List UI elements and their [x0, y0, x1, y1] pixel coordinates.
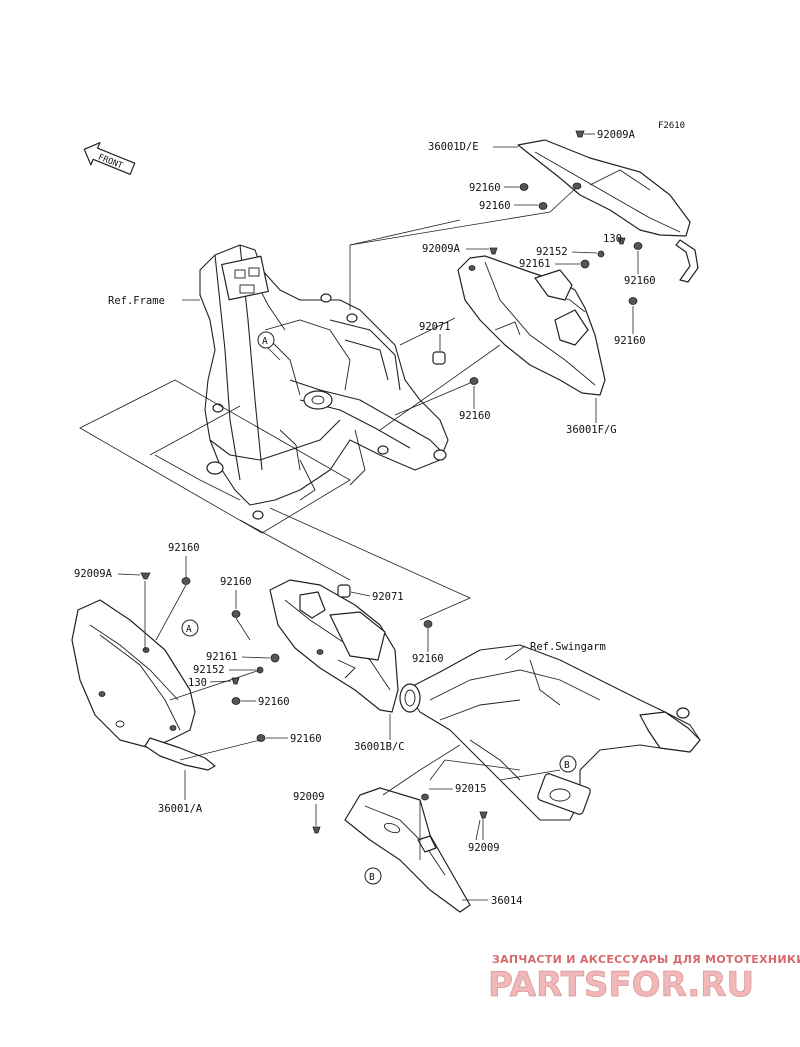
assembly-lines — [79, 187, 577, 860]
label-130-top: 130 — [603, 233, 622, 245]
ref-frame-label: Ref.Frame — [108, 295, 165, 307]
label-92160-3: 92160 — [624, 275, 656, 287]
label-92160-10: 92160 — [290, 733, 322, 745]
label-92160-8: 92160 — [412, 653, 444, 665]
part-36001fg-cover — [457, 255, 606, 396]
part-36001de-cover — [517, 139, 699, 283]
label-92071-bot: 92071 — [372, 591, 404, 603]
label-92161-bot: 92161 — [206, 651, 238, 663]
callout-a-bottom: A — [181, 619, 199, 637]
label-92015: 92015 — [455, 783, 487, 795]
hardware — [140, 130, 643, 834]
label-92161-top: 92161 — [519, 258, 551, 270]
label-130-bot: 130 — [188, 677, 207, 689]
ref-swingarm-label: Ref.Swingarm — [530, 641, 606, 653]
label-92152-bot: 92152 — [193, 664, 225, 676]
label-92009-left: 92009 — [293, 791, 325, 803]
part-36001bc-cover — [269, 579, 399, 713]
front-arrow-icon: FRONT — [83, 142, 136, 175]
part-36001a-cover — [71, 599, 216, 771]
label-36001de: 36001D/E — [428, 141, 479, 153]
label-36014: 36014 — [491, 895, 523, 907]
frame-drawing — [199, 244, 449, 520]
label-92160-9: 92160 — [258, 696, 290, 708]
swingarm-drawing — [399, 644, 701, 821]
callout-b-right: B — [559, 755, 577, 773]
label-92009a-mid: 92009A — [422, 243, 461, 255]
label-92071-top: 92071 — [419, 321, 451, 333]
label-92160-2: 92160 — [479, 200, 511, 212]
label-36001a: 36001/A — [158, 803, 203, 815]
label-92152-top: 92152 — [536, 246, 568, 258]
label-92160-7: 92160 — [220, 576, 252, 588]
svg-text:B: B — [564, 760, 570, 771]
part-36014-guard — [344, 787, 471, 913]
svg-text:A: A — [262, 336, 268, 347]
label-36001fg: 36001F/G — [566, 424, 617, 436]
figure-code: F2610 — [658, 121, 685, 131]
svg-text:B: B — [369, 872, 375, 883]
callout-b-bottom: B — [364, 867, 382, 885]
watermark-logo: PARTSFOR.RU — [488, 965, 754, 1005]
label-92160-6: 92160 — [168, 542, 200, 554]
watermark: ЗАПЧАСТИ И АКСЕССУАРЫ ДЛЯ МОТОТЕХНИКИ PA… — [488, 953, 800, 1005]
label-92009-right: 92009 — [468, 842, 500, 854]
callout-a-top: A — [257, 331, 275, 349]
watermark-caption: ЗАПЧАСТИ И АКСЕССУАРЫ ДЛЯ МОТОТЕХНИКИ — [492, 953, 800, 966]
label-92160-1: 92160 — [469, 182, 501, 194]
label-92009a-top: 92009A — [597, 129, 636, 141]
label-92160-4: 92160 — [614, 335, 646, 347]
label-92009a-left: 92009A — [74, 568, 113, 580]
label-92160-5: 92160 — [459, 410, 491, 422]
label-36001bc: 36001B/C — [354, 741, 405, 753]
svg-text:A: A — [186, 624, 192, 635]
